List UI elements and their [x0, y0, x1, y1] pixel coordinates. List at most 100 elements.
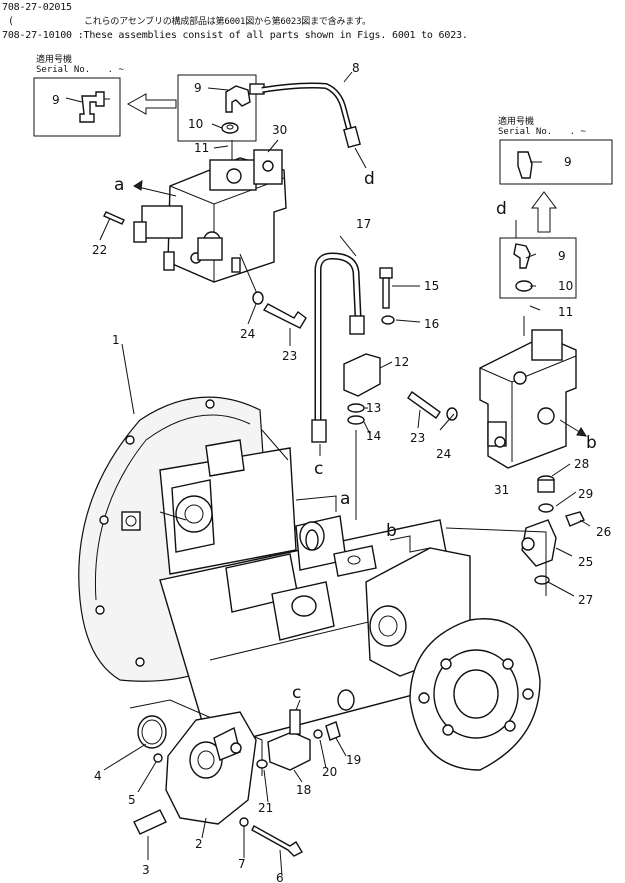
header-line-1-jp: これらのアセンブリの構成部品は第6001図から第6023図まで含みます。 — [84, 16, 371, 28]
callout-26: 26 — [596, 525, 611, 539]
paren-mark: ( — [8, 16, 14, 27]
drawing-number-assembly: 708-27-02015 — [2, 2, 72, 13]
callout-15: 15 — [424, 279, 439, 293]
washer-7 — [239, 817, 249, 827]
o-ring-29 — [538, 503, 554, 513]
callout-28: 28 — [574, 457, 589, 471]
o-ring-14 — [347, 415, 365, 425]
elbow-25 — [521, 519, 557, 567]
callout-4: 4 — [94, 769, 102, 783]
letter-d-right: d — [496, 199, 507, 219]
serial-title-jp: 適用号機 — [498, 117, 535, 127]
serial-box-left-title: 適用号機 Serial No. . ~ — [36, 55, 124, 75]
callout-2: 2 — [195, 837, 203, 851]
letter-b-pump: b — [386, 521, 397, 541]
callout-18: 18 — [296, 783, 311, 797]
callout-23-left: 23 — [282, 349, 297, 363]
callout-9-right: 9 — [558, 249, 566, 263]
callout-16: 16 — [424, 317, 439, 331]
fitting-26 — [565, 511, 585, 527]
bolt-15 — [379, 267, 393, 309]
drawing-number-pump: 708-27-10100 — [2, 30, 72, 41]
o-ring-5 — [153, 753, 163, 763]
main-pump-housing — [78, 396, 541, 771]
serial-range: . ~ — [107, 65, 124, 75]
callout-30: 30 — [272, 123, 287, 137]
callout-22: 22 — [92, 243, 107, 257]
callout-21: 21 — [258, 801, 273, 815]
callout-5: 5 — [128, 793, 136, 807]
callout-9-right-box: 9 — [564, 155, 572, 169]
serial-range: . ~ — [569, 127, 586, 137]
o-ring-20 — [313, 729, 323, 739]
elbow-fitting-left — [79, 91, 110, 123]
callout-12: 12 — [394, 355, 409, 369]
callout-1: 1 — [112, 333, 120, 347]
callout-25: 25 — [578, 555, 593, 569]
bracket-a — [295, 495, 337, 512]
washer-16 — [381, 315, 395, 325]
callout-10-top: 10 — [188, 117, 203, 131]
callout-19: 19 — [346, 753, 361, 767]
plug-3 — [133, 809, 167, 835]
connection-letters: a a b b c c d d — [114, 169, 597, 703]
bolt-6 — [251, 825, 303, 857]
callout-3: 3 — [142, 863, 150, 877]
callout-9-top: 9 — [194, 81, 202, 95]
callout-9-left: 9 — [52, 93, 60, 107]
serial-box-left — [33, 77, 121, 137]
elbow-fitting-right — [513, 243, 531, 269]
header-line-1: 708-27-02015 — [2, 2, 72, 14]
elbow-fitting-right-box — [517, 151, 533, 179]
callout-27: 27 — [578, 593, 593, 607]
valve-block-31 — [479, 316, 577, 469]
serial-box-right-lower — [499, 237, 577, 299]
serial-title-en: Serial No. — [498, 127, 553, 137]
serial-box-right-title: 適用号機 Serial No. . ~ — [498, 117, 586, 137]
callout-10-right: 10 — [558, 279, 573, 293]
leader-lines — [65, 87, 591, 877]
assembly-note-jp: これらのアセンブリの構成部品は第6001図から第6023図まで含みます。 — [84, 17, 371, 27]
callout-labels: 1 2 3 4 5 6 7 8 9 9 9 9 10 10 11 11 12 1… — [52, 61, 611, 883]
letter-a-top: a — [114, 175, 124, 195]
callout-17: 17 — [356, 217, 371, 231]
callout-31: 31 — [494, 483, 509, 497]
callout-13: 13 — [366, 401, 381, 415]
callout-29: 29 — [578, 487, 593, 501]
plug-28 — [537, 475, 555, 493]
arrow-up-hollow — [531, 191, 557, 233]
callout-11-top: 11 — [194, 141, 209, 155]
washer-24-right — [446, 407, 458, 421]
letter-d-hose: d — [364, 169, 375, 189]
valve-block-30 — [133, 140, 287, 297]
letter-c-hose: c — [314, 459, 323, 479]
bolt-23-right — [407, 391, 441, 419]
letter-c-pump: c — [292, 683, 301, 703]
serial-title-jp: 適用号機 — [36, 55, 73, 65]
elbow-18 — [267, 709, 311, 771]
callout-24-right: 24 — [436, 447, 451, 461]
serial-box-top — [177, 74, 257, 142]
serial-title-en: Serial No. — [36, 65, 91, 75]
gear-pump-2 — [165, 711, 257, 825]
callout-6: 6 — [276, 871, 284, 883]
flange-block-12 — [343, 353, 381, 397]
callout-14: 14 — [366, 429, 381, 443]
o-ring-21 — [256, 759, 268, 769]
callout-8: 8 — [352, 61, 360, 75]
letter-b-right: b — [586, 433, 597, 453]
callout-11-right: 11 — [558, 305, 573, 319]
callout-24-left: 24 — [240, 327, 255, 341]
o-ring-27 — [534, 575, 550, 585]
callout-23-right: 23 — [410, 431, 425, 445]
header-line-2: ( — [8, 16, 14, 28]
washer-24-left — [252, 291, 264, 305]
arrow-left-hollow — [126, 93, 177, 115]
leader-bracket-right — [445, 527, 547, 596]
elbow-fitting-top — [225, 83, 265, 113]
bolt-23-left — [262, 303, 307, 329]
pipe-17 — [314, 252, 362, 424]
plug-19 — [325, 721, 341, 741]
serial-box-right — [499, 139, 613, 185]
